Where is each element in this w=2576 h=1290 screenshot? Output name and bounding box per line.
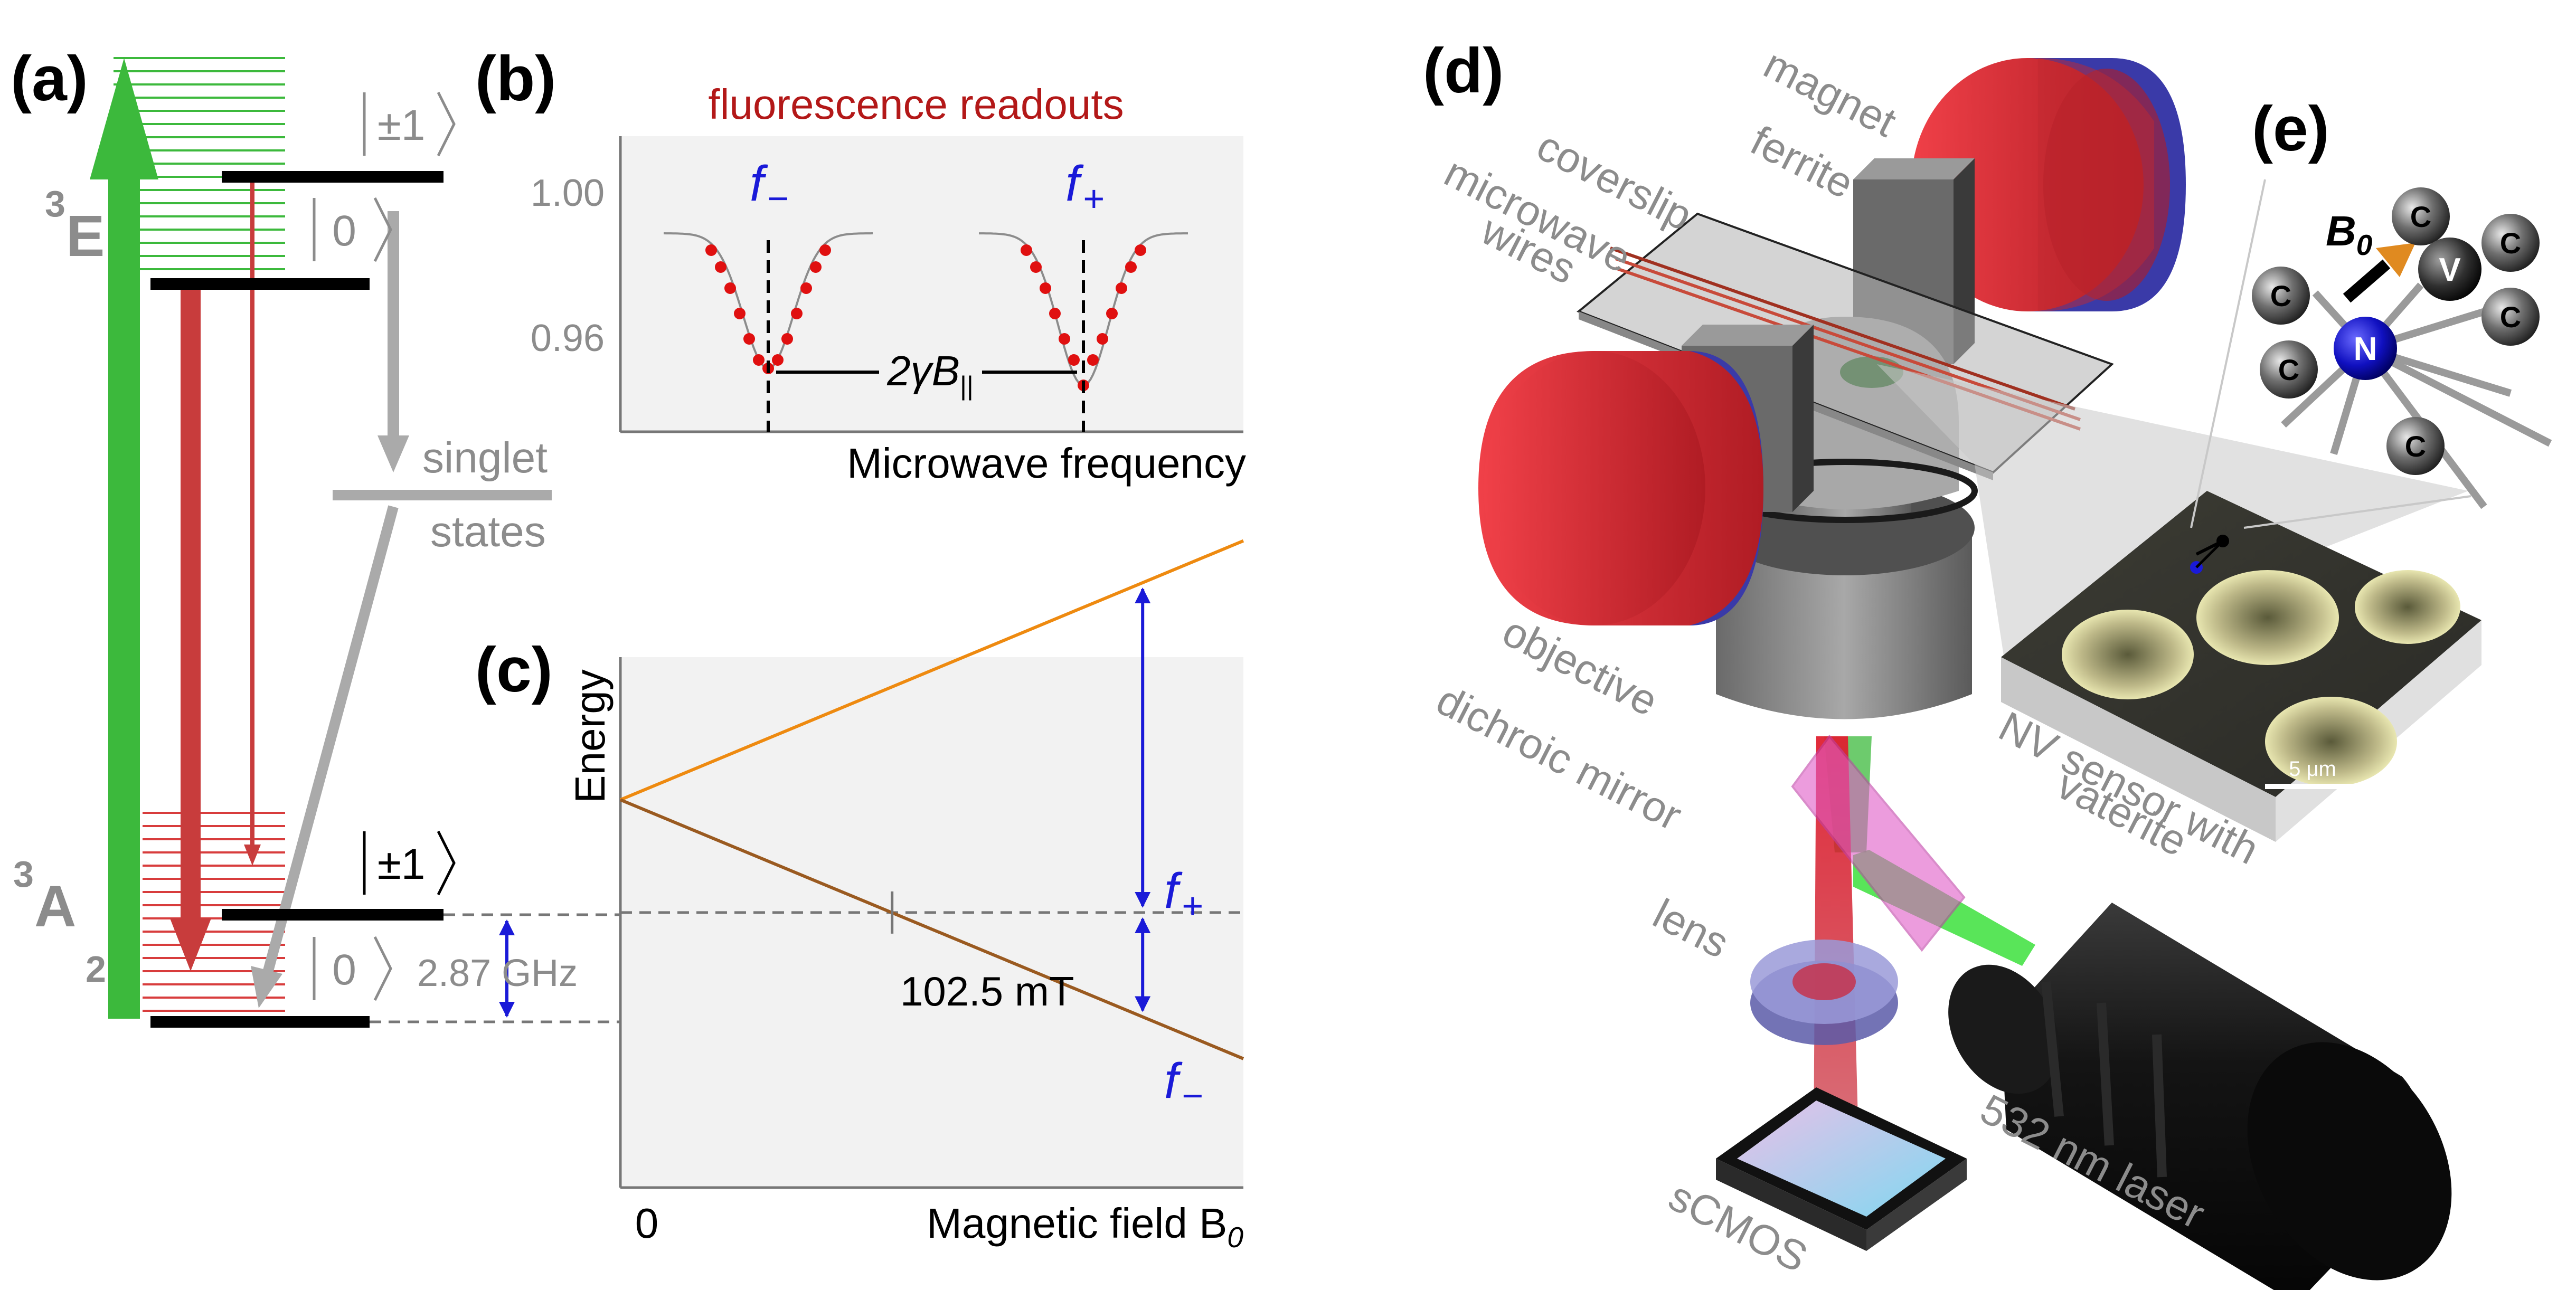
panel-e-label: (e)	[2252, 93, 2329, 164]
atom-c-1: C	[2392, 187, 2450, 245]
dip-point	[1087, 354, 1099, 366]
panel-c-plot-bg	[620, 657, 1243, 1188]
atom-c-2: C	[2481, 214, 2540, 272]
panel-b-title: fluorescence readouts	[708, 81, 1124, 128]
scale-bar-label: 5 μm	[2289, 757, 2336, 781]
dip-point	[1125, 261, 1137, 273]
dip-point	[810, 261, 822, 273]
panel-c-branches	[619, 539, 1244, 1060]
excitation-arrow	[90, 58, 158, 1019]
panel-c-label: (c)	[475, 634, 553, 705]
dip-point	[1049, 308, 1061, 319]
svg-text:V: V	[2439, 252, 2460, 288]
singlet-label-line2: states	[430, 508, 546, 556]
dip-point	[791, 308, 803, 319]
ket-pm1-upper-text: ±1	[378, 101, 426, 149]
dip-point	[800, 282, 812, 294]
panel-c: (c) Energy 0 Magnetic field B0 102.5 mT …	[475, 539, 1244, 1254]
svg-text:C: C	[2410, 200, 2431, 233]
excited-state-sup: 3	[45, 183, 65, 224]
svg-text:C: C	[2405, 430, 2426, 463]
svg-text:N: N	[2354, 331, 2377, 367]
ket-pm1-lower	[363, 830, 456, 896]
dip-point	[819, 244, 831, 256]
laser	[1948, 903, 2452, 1290]
marker-label: 102.5 mT	[900, 968, 1074, 1014]
dip-point	[1068, 354, 1080, 366]
ground-state-sub: 2	[86, 948, 106, 990]
ket-0-lower-text: 0	[332, 946, 356, 994]
label-ferrite: ferrite	[1743, 117, 1861, 207]
dip-point	[753, 354, 765, 366]
atom-c-6: C	[2386, 417, 2445, 475]
lens	[1750, 940, 1898, 1045]
dip-point	[1021, 244, 1032, 256]
dip-point	[1097, 333, 1108, 345]
svg-text:C: C	[2500, 226, 2521, 260]
dip-point	[1040, 282, 1051, 294]
ket-pm1-lower-text: ±1	[378, 840, 426, 888]
atom-c-4: C	[2252, 267, 2310, 325]
b0-arrow	[2343, 259, 2391, 303]
atom-c-3: C	[2481, 288, 2540, 346]
dip-point	[724, 282, 736, 294]
ket-0-upper-text: 0	[332, 207, 356, 255]
svg-text:C: C	[2278, 353, 2299, 386]
atom-n: N	[2334, 317, 2397, 380]
fluorescence-arrow-thick	[170, 288, 211, 971]
branch-minus	[619, 798, 1244, 1060]
scmos-camera	[1716, 1087, 1967, 1251]
ket-0-upper	[313, 197, 392, 262]
singlet-label-line1: singlet	[422, 434, 548, 482]
dip-point	[772, 354, 784, 366]
splitting-label: 2γB||	[886, 347, 974, 401]
branch-plus	[619, 539, 1244, 802]
isc-arrow-down	[378, 211, 409, 472]
dip-point	[1030, 261, 1042, 273]
ground-state-label: A	[34, 874, 76, 939]
panel-c-zero: 0	[635, 1200, 659, 1247]
panel-b-label: (b)	[475, 43, 556, 114]
b0-label: B0	[2326, 207, 2373, 261]
dip-point	[1135, 244, 1146, 256]
panel-b-xlabel: Microwave frequency	[847, 440, 1246, 487]
panel-e: (e) B0 C C C C C C V N	[2190, 93, 2552, 529]
atom-c-5: C	[2260, 340, 2318, 399]
ket-0-lower	[313, 936, 392, 1001]
ground-state-sup: 3	[13, 853, 34, 895]
zfs-label: 2.87 GHz	[417, 952, 578, 994]
panel-b-dips	[663, 232, 1188, 391]
panel-c-ylabel: Energy	[567, 669, 614, 803]
svg-text:C: C	[2270, 279, 2291, 312]
panel-b-plot-bg	[620, 136, 1243, 432]
dip-point	[781, 333, 793, 345]
panel-a: (a)	[11, 43, 623, 1028]
dichroic-mirror	[1791, 734, 1966, 952]
svg-text:C: C	[2500, 300, 2521, 334]
dip-point	[743, 333, 755, 345]
panel-c-xlabel: Magnetic field B0	[927, 1200, 1243, 1254]
panel-b-ytick-bottom: 0.96	[531, 317, 605, 359]
dip-point	[1116, 282, 1127, 294]
atom-v: V	[2418, 238, 2481, 301]
panel-b: (b) fluorescence readouts 1.00 0.96 f− f…	[475, 43, 1246, 487]
dip-point	[734, 308, 746, 319]
panel-c-f-minus: f−	[1164, 1053, 1203, 1116]
panel-d: (d)	[1423, 35, 2481, 1290]
dip-point	[1059, 333, 1070, 345]
dip-point	[715, 261, 726, 273]
label-lens: lens	[1646, 890, 1736, 967]
dip-point	[1106, 308, 1118, 319]
isc-arrow-diagonal	[251, 505, 399, 1008]
nv-sensor	[2001, 491, 2481, 842]
ket-pm1-upper	[363, 91, 456, 157]
magnet-left	[1478, 351, 1763, 625]
panel-d-label: (d)	[1423, 35, 1504, 106]
excited-state-label: E	[66, 204, 105, 269]
panel-b-ytick-top: 1.00	[531, 172, 605, 214]
dip-point	[705, 244, 717, 256]
panel-a-label: (a)	[11, 43, 88, 114]
